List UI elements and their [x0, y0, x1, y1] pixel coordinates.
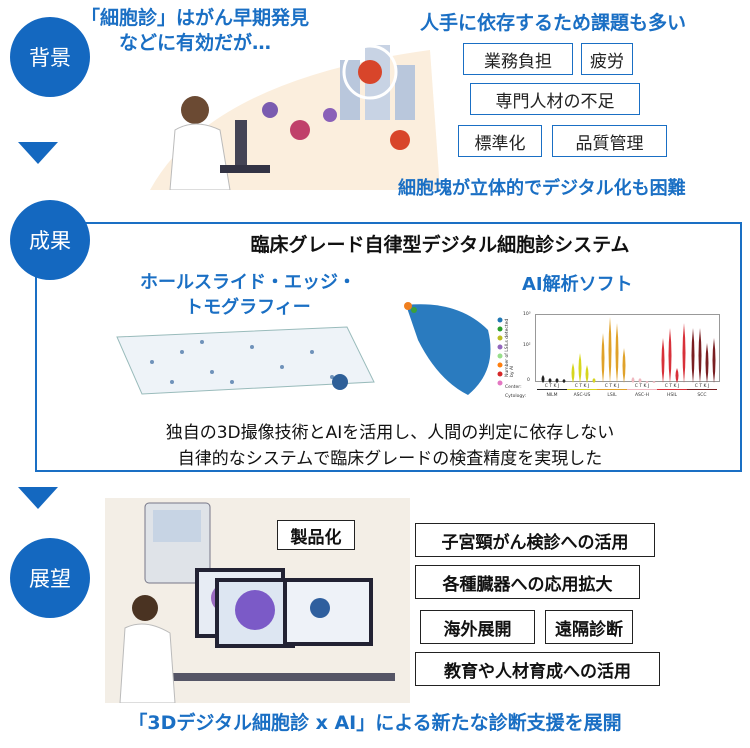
outlook-item: 海外展開: [420, 610, 535, 644]
center-codes: C T K J: [537, 384, 567, 390]
center-codes: C T K J: [627, 384, 657, 390]
outlook-item: 遠隔診断: [545, 610, 633, 644]
ytick: 0: [527, 378, 530, 383]
doctor-microscope-illustration: [150, 44, 440, 190]
description-line-2: 自律的なシステムで臨床グレードの検査精度を実現した: [177, 449, 603, 469]
violin-mark: [712, 338, 716, 383]
violin-mark: [592, 378, 596, 383]
violin-mark: [645, 381, 649, 383]
results-box: [35, 222, 742, 472]
issue-tag: 品質管理: [552, 125, 667, 157]
outlook-item: 子宮頸がん検診への活用: [415, 523, 655, 557]
violin-mark: [548, 378, 552, 383]
outlook-footer: 「3Dデジタル細胞診 x AI」による新たな診断支援を展開: [128, 712, 622, 734]
umap-legend: [497, 317, 503, 386]
headline-line-1: 「細胞診」はがん早期発見: [80, 7, 309, 29]
cytology-tick: LSIL: [607, 393, 617, 398]
issue-tag: 業務負担: [463, 43, 573, 75]
digital-lab-illustration: [105, 498, 410, 703]
badge-outlook: 展望: [10, 538, 90, 618]
center-codes: C T K J: [687, 384, 717, 390]
center-label: Center:: [505, 385, 522, 390]
outlook-item: 各種臓器への応用拡大: [415, 565, 640, 599]
description-line-1: 独自の3D撮像技術とAIを活用し、人間の判定に依存しない: [165, 423, 615, 443]
cytology-group: C T K J SCC: [687, 384, 717, 398]
issue-tag: 専門人材の不足: [470, 83, 640, 115]
violin-mark: [661, 338, 665, 383]
center-codes: C T K J: [657, 384, 687, 390]
violin-mark: [691, 328, 695, 383]
violin-mark: [562, 379, 566, 383]
violin-mark: [682, 323, 686, 383]
violin-mark: [615, 323, 619, 383]
ytick: 10²: [523, 343, 531, 348]
badge-background: 背景: [10, 17, 90, 97]
cytology-tick: SCC: [697, 393, 707, 398]
cancer-cell-icon: [358, 60, 382, 84]
violin-mark: [585, 365, 589, 383]
cytology-tick: NILM: [546, 393, 558, 398]
violin-mark: [608, 317, 612, 383]
chart-ylabel: Number of LSILs detected by AI: [505, 318, 515, 377]
violin-mark: [571, 363, 575, 383]
violin-mark: [578, 353, 582, 383]
violin-mark: [698, 328, 702, 383]
violin-mark: [631, 377, 635, 383]
results-description: 独自の3D撮像技術とAIを活用し、人間の判定に依存しない 自律的なシステムで臨床…: [40, 420, 740, 472]
headline-line-2: などに有効だが…: [118, 32, 271, 54]
product-label: 製品化: [277, 520, 355, 550]
violin-mark: [705, 343, 709, 383]
violin-mark: [638, 378, 642, 383]
cytology-group: C T K J ASC-H: [627, 384, 657, 398]
cytology-tick: HSIL: [666, 393, 678, 398]
umap-cluster-plot: [404, 302, 503, 395]
cytology-group: C T K J HSIL: [657, 384, 687, 398]
issues-title: 人手に依存するため課題も多い: [420, 12, 687, 34]
slide-3d-image: [116, 326, 375, 395]
center-codes: C T K J: [567, 384, 597, 390]
cytology-group: C T K J NILM: [537, 384, 567, 398]
issues-footer: 細胞塊が立体的でデジタル化も困難: [398, 178, 686, 199]
violin-mark: [601, 333, 605, 383]
center-codes: C T K J: [597, 384, 627, 390]
issue-tag: 標準化: [458, 125, 542, 157]
violin-mark: [555, 378, 559, 383]
violin-mark: [652, 381, 656, 383]
violin-mark: [675, 368, 679, 383]
violin-mark: [668, 328, 672, 383]
ai-label: AI解析ソフト: [522, 274, 633, 295]
badge-results: 成果: [10, 200, 90, 280]
results-title: 臨床グレード自律型デジタル細胞診システム: [250, 234, 630, 256]
violin-mark: [622, 348, 626, 383]
chart-plot-area: [535, 314, 720, 383]
ytick: 10³: [523, 312, 531, 317]
cytology-group: C T K J LSIL: [597, 384, 627, 398]
background-headline: 「細胞診」はがん早期発見 などに有効だが…: [80, 6, 310, 56]
cytology-label: Cytology:: [505, 394, 527, 399]
arrow-down-icon: [18, 142, 58, 164]
tech-label-line-1: ホールスライド・エッジ・: [140, 272, 356, 293]
arrow-down-icon: [18, 487, 58, 509]
violin-chart: Number of LSILs detected by AI 10³ 10² 0…: [505, 312, 725, 404]
cytology-tick: ASC-US: [573, 393, 591, 398]
cytology-tick: ASC-H: [634, 393, 650, 398]
tech-label: ホールスライド・エッジ・ トモグラフィー: [118, 270, 378, 320]
issue-tag: 疲労: [581, 43, 633, 75]
tech-label-line-2: トモグラフィー: [185, 297, 311, 318]
cytology-group: C T K J ASC-US: [567, 384, 597, 398]
outlook-item: 教育や人材育成への活用: [415, 652, 660, 686]
violin-mark: [541, 375, 545, 383]
